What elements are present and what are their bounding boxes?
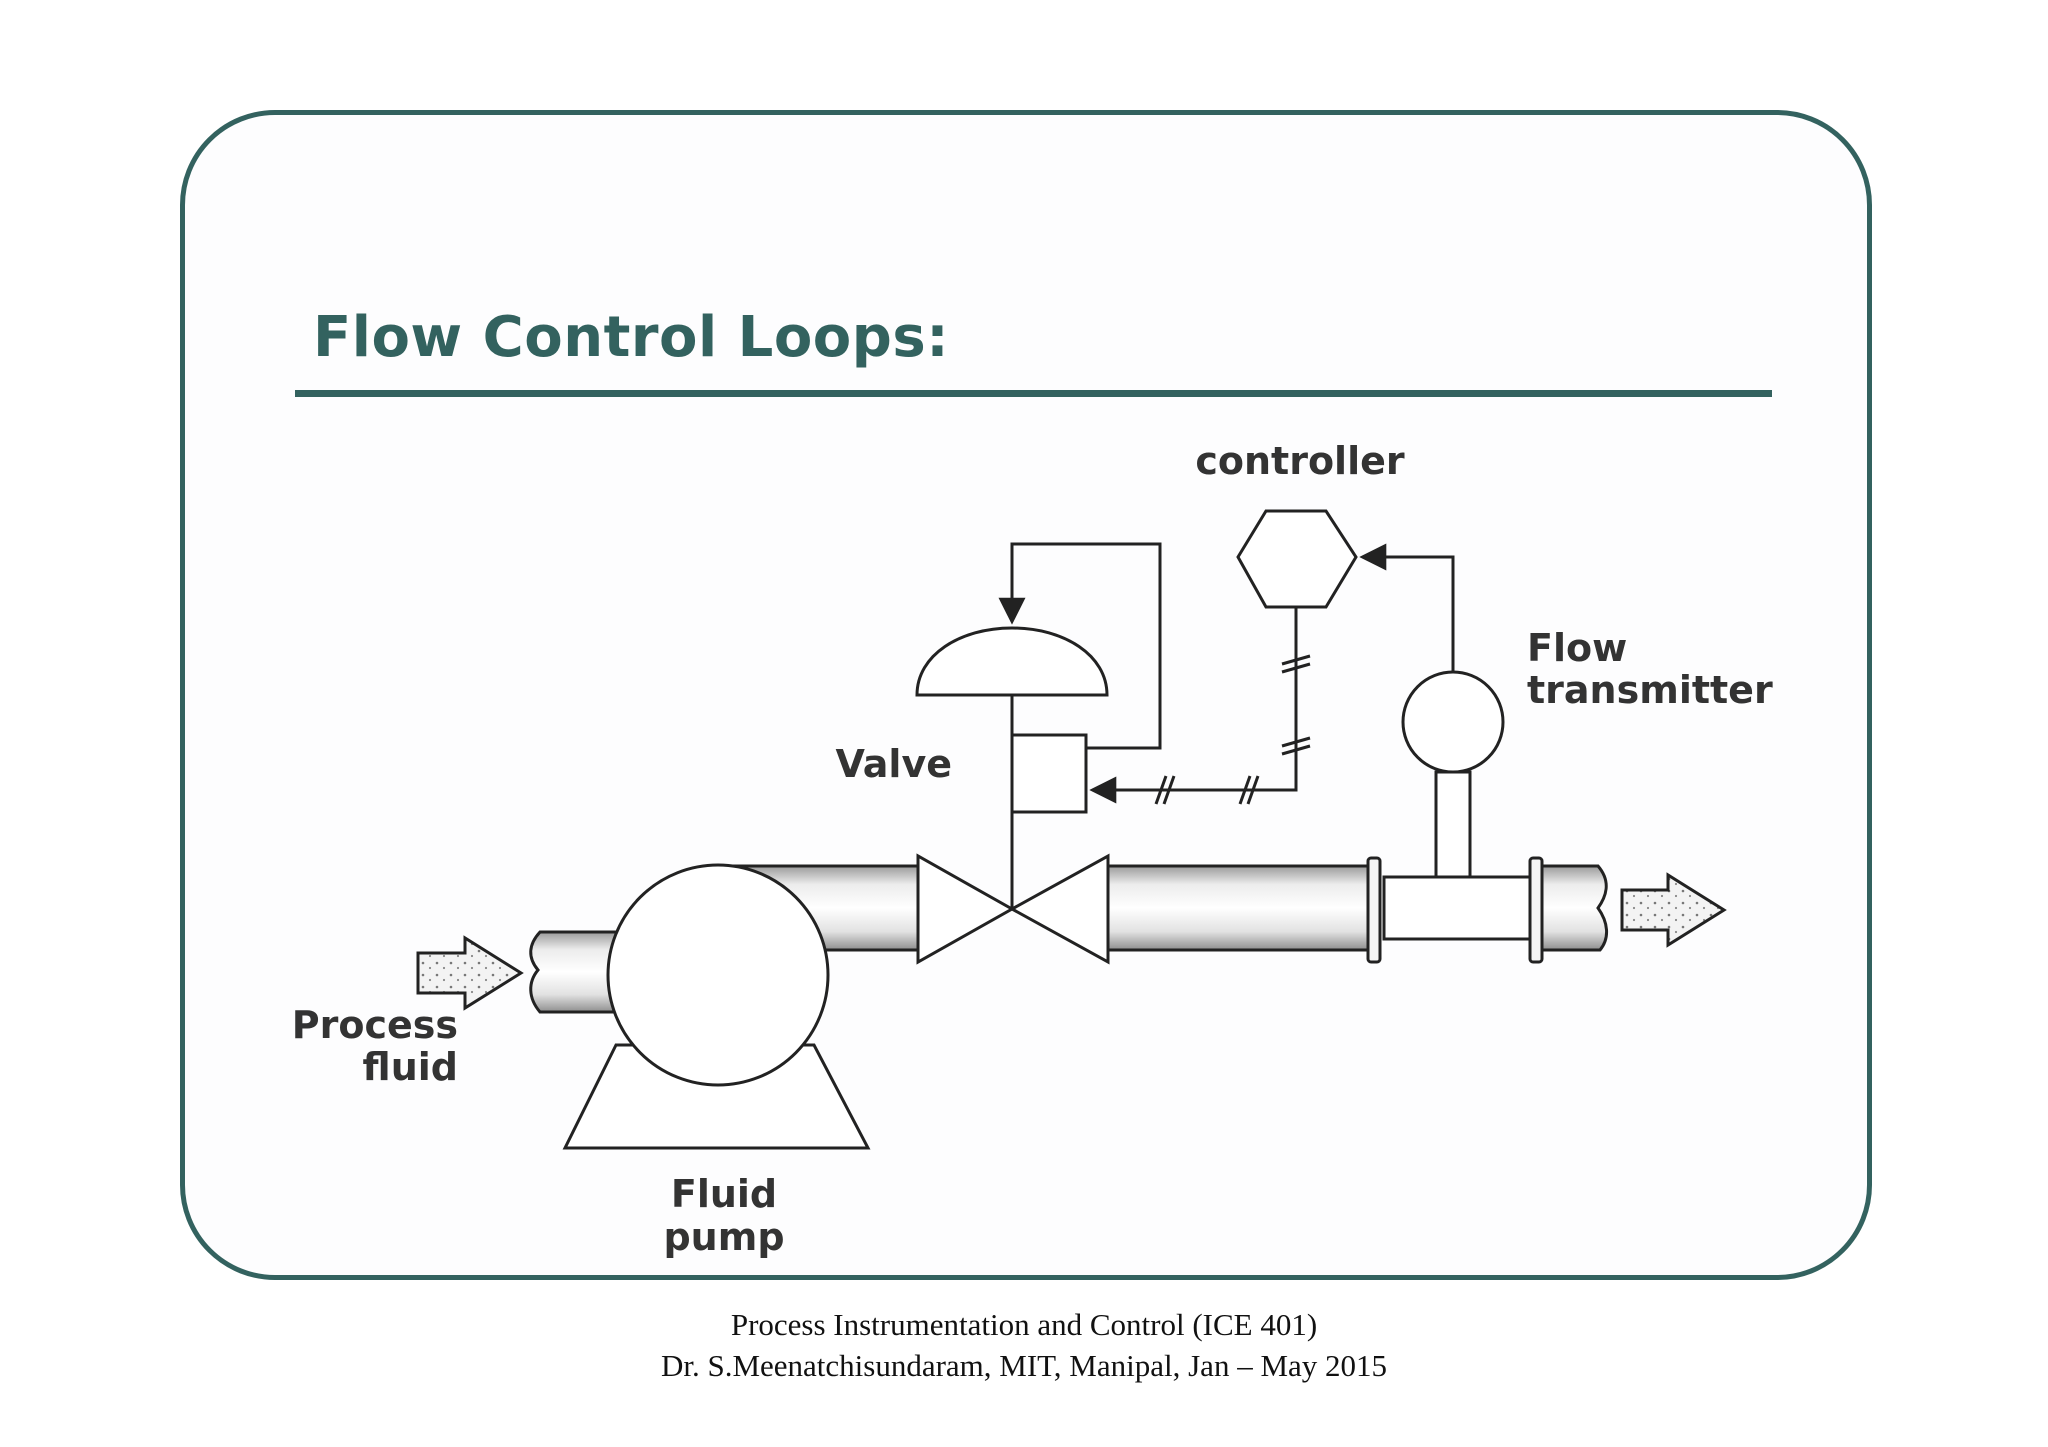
valve-actuator bbox=[915, 626, 1109, 697]
transmitter-stem bbox=[1434, 770, 1472, 879]
slide-title: Flow Control Loops: bbox=[313, 305, 950, 370]
downstream-pipe bbox=[1108, 864, 1370, 952]
process-fluid-label-line2: fluid bbox=[363, 1045, 458, 1089]
outlet-pipe bbox=[1540, 864, 1608, 952]
fluid-pump bbox=[562, 863, 871, 1150]
control-valve-body bbox=[916, 853, 1110, 965]
control-signal-line bbox=[1089, 607, 1311, 805]
flowmeter-section bbox=[1366, 856, 1544, 964]
valve-label: Valve bbox=[835, 742, 952, 786]
fluid-pump-label-line1: Fluid bbox=[671, 1172, 777, 1216]
positioner-air-line bbox=[998, 542, 1162, 750]
title-underline bbox=[295, 390, 1772, 397]
controller-label: controller bbox=[1195, 439, 1405, 483]
transmitter-signal-line bbox=[1359, 543, 1455, 672]
fluid-pump-label-line2: pump bbox=[663, 1215, 784, 1259]
controller-symbol bbox=[1236, 509, 1358, 609]
process-fluid-label-line1: Process bbox=[292, 1003, 458, 1047]
inlet-pipe bbox=[529, 930, 622, 1014]
flow-transmitter-label-line2: transmitter bbox=[1527, 668, 1773, 712]
valve-positioner bbox=[1010, 733, 1088, 814]
inlet-flow-arrow bbox=[416, 935, 524, 1011]
flow-transmitter-label-line1: Flow bbox=[1527, 626, 1627, 670]
footer-course: Process Instrumentation and Control (ICE… bbox=[730, 1307, 1318, 1342]
flow-transmitter-symbol bbox=[1401, 670, 1505, 774]
footer-author: Dr. S.Meenatchisundaram, MIT, Manipal, J… bbox=[660, 1348, 1388, 1383]
outlet-flow-arrow bbox=[1620, 872, 1727, 948]
slide-footer: Process Instrumentation and Control (ICE… bbox=[0, 1304, 2048, 1386]
